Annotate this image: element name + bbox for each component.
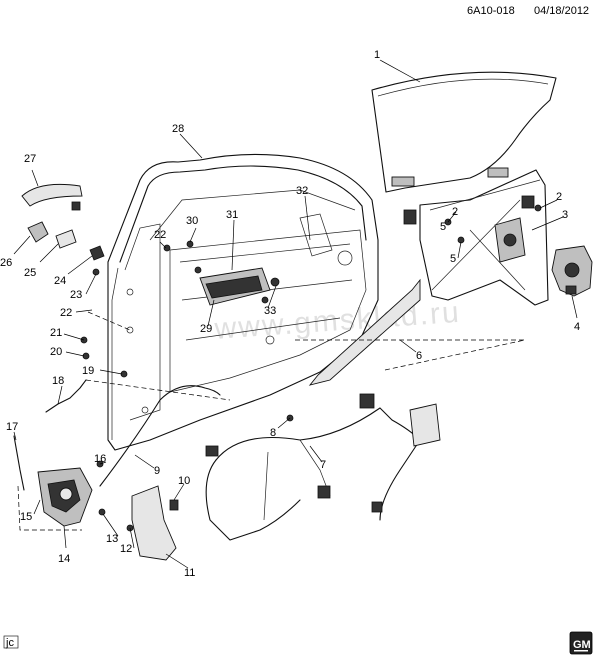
callout-25: 25 xyxy=(24,267,36,279)
callout-5: 5 xyxy=(450,253,456,265)
callout-14: 14 xyxy=(58,553,70,565)
callout-21: 21 xyxy=(50,327,62,339)
callout-5-top: 5 xyxy=(440,221,446,233)
exterior-handle xyxy=(21,183,83,211)
callout-6: 6 xyxy=(416,350,422,362)
door-shell xyxy=(107,153,379,451)
callout-16: 16 xyxy=(94,453,106,465)
corner-mark: jc xyxy=(3,635,19,649)
diagram-date: 04/18/2012 xyxy=(534,5,589,17)
leader-lines xyxy=(13,59,578,569)
callout-24: 24 xyxy=(54,275,66,287)
svg-text:GM: GM xyxy=(573,639,591,651)
callout-1: 1 xyxy=(374,49,380,61)
callout-17: 17 xyxy=(6,421,18,433)
callout-29: 29 xyxy=(200,323,212,335)
callout-15: 15 xyxy=(20,511,32,523)
door-latch xyxy=(37,467,93,527)
callout-18: 18 xyxy=(52,375,64,387)
lock-module xyxy=(194,266,280,306)
callout-30: 30 xyxy=(186,215,198,227)
callout-4: 4 xyxy=(574,321,580,333)
callout-22-mid: 22 xyxy=(154,229,166,241)
callout-2: 2 xyxy=(556,191,562,203)
gm-logo: GM xyxy=(569,631,593,655)
callout-26: 26 xyxy=(0,257,12,269)
lock-cable xyxy=(45,379,87,413)
callout-11: 11 xyxy=(184,567,195,579)
lower-bracket xyxy=(131,485,179,561)
callout-32: 32 xyxy=(296,185,308,197)
release-cable xyxy=(99,385,221,487)
callout-13: 13 xyxy=(106,533,118,545)
handle-parts xyxy=(27,221,105,276)
door-glass xyxy=(371,71,557,193)
callout-3: 3 xyxy=(562,209,568,221)
callout-23: 23 xyxy=(70,289,82,301)
wiring-harness xyxy=(205,393,441,541)
window-motor xyxy=(551,245,593,297)
water-deflector xyxy=(308,278,421,386)
callout-2-inner: 2 xyxy=(452,206,458,218)
callout-7: 7 xyxy=(320,459,326,471)
callout-27: 27 xyxy=(24,153,36,165)
window-regulator xyxy=(403,169,549,306)
callout-33: 33 xyxy=(264,305,276,317)
callouts: 1 2 3 4 5 6 7 8 9 10 11 12 13 14 15 16 1… xyxy=(0,49,580,579)
callout-12: 12 xyxy=(120,543,132,555)
callout-20: 20 xyxy=(50,346,62,358)
callout-28: 28 xyxy=(172,123,184,135)
guide-lines xyxy=(17,311,526,531)
watermark: www.gmsklad.ru xyxy=(213,296,462,346)
callout-22-left: 22 xyxy=(60,307,72,319)
fasteners xyxy=(80,204,542,532)
svg-text:jc: jc xyxy=(5,637,14,649)
callout-10: 10 xyxy=(178,475,190,487)
callout-19: 19 xyxy=(82,365,94,377)
callout-9: 9 xyxy=(154,465,160,477)
callout-31: 31 xyxy=(226,209,238,221)
lock-rod xyxy=(13,435,25,491)
callout-8: 8 xyxy=(270,427,276,439)
diagram-code: 6A10-018 xyxy=(467,5,515,17)
